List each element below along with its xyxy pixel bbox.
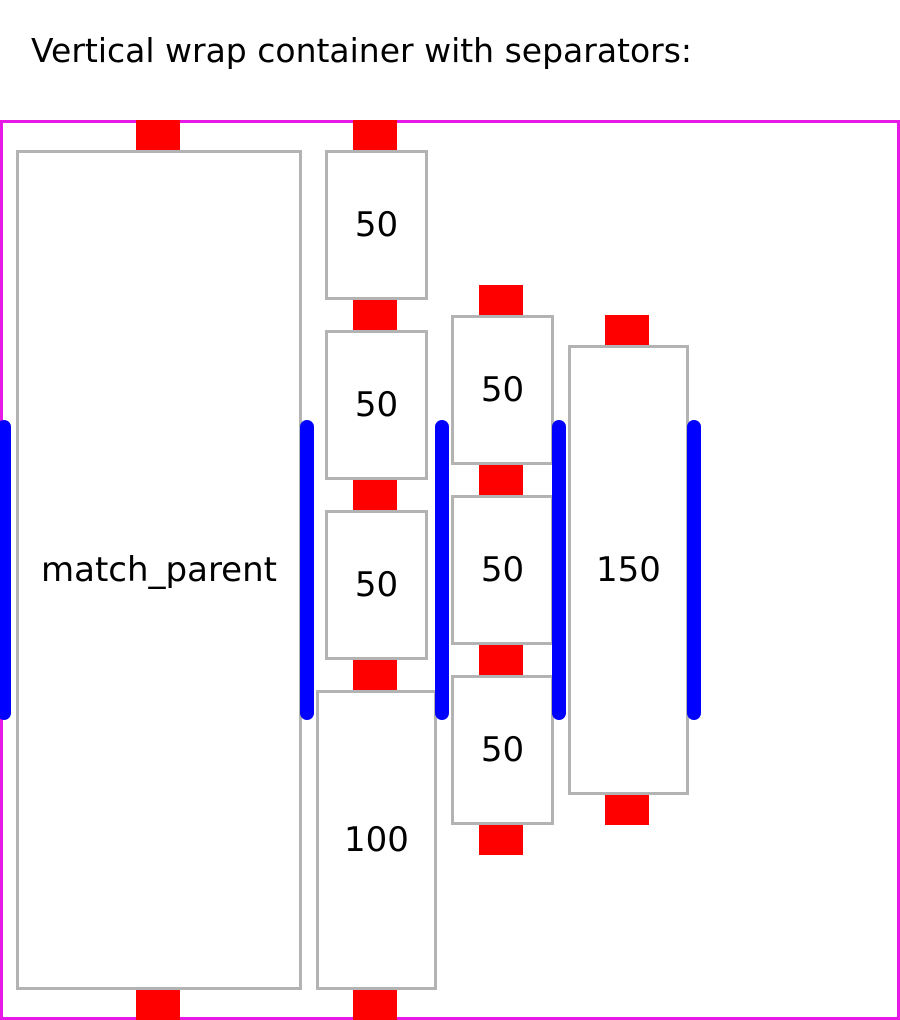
line-separator [300,420,314,720]
line-separator [435,420,449,720]
item-separator [353,480,397,510]
item-100: 100 [316,690,437,990]
item-separator [479,285,523,315]
page-title: Vertical wrap container with separators: [31,31,693,70]
item-separator [605,315,649,345]
item-separator [353,990,397,1020]
item-separator [479,465,523,495]
item-separator [353,120,397,150]
item-50: 50 [451,675,554,825]
item-separator [605,795,649,825]
line-separator [687,420,701,720]
item-separator [136,120,180,150]
item-separator [479,645,523,675]
item-50: 50 [325,150,428,300]
item-50: 50 [325,330,428,480]
item-separator [136,990,180,1020]
wrap-container: match_parent 50 50 50 100 50 50 50 150 [0,120,900,1020]
item-separator [353,660,397,690]
item-separator [353,300,397,330]
item-50: 50 [451,495,554,645]
item-separator [479,825,523,855]
item-match-parent: match_parent [16,150,302,990]
item-50: 50 [325,510,428,660]
line-separator [552,420,566,720]
item-50: 50 [451,315,554,465]
item-150: 150 [568,345,689,795]
line-separator [0,420,11,720]
